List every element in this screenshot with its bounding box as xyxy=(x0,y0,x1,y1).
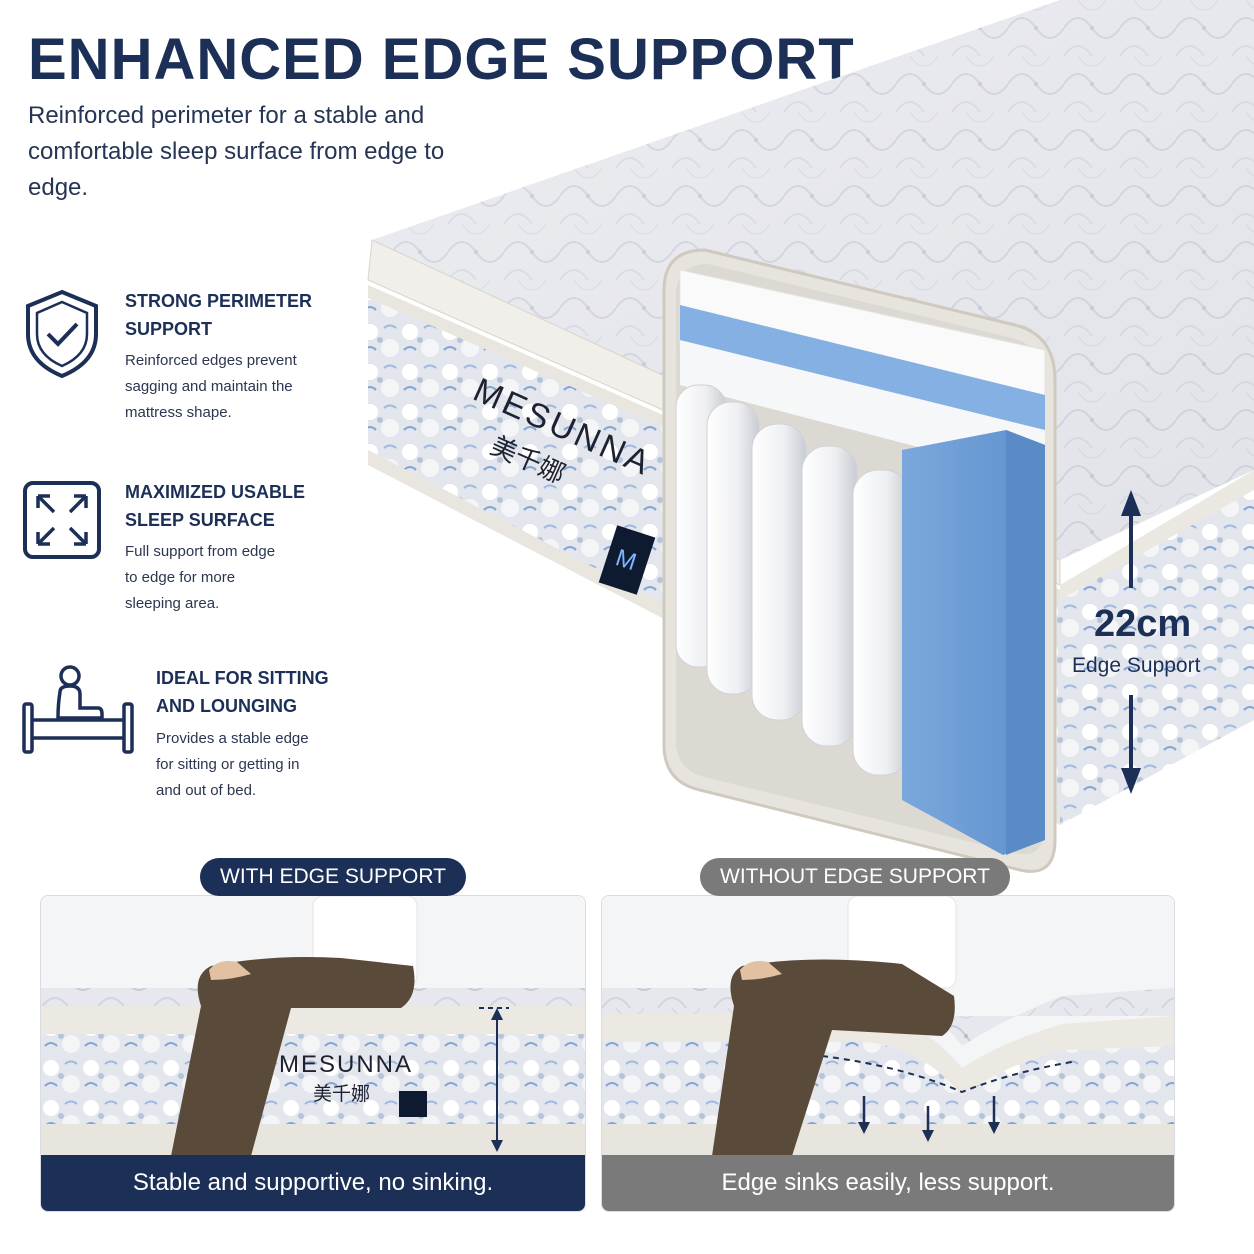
page-title: ENHANCED EDGE SUPPORT xyxy=(28,27,855,92)
sink-arrow-icons xyxy=(858,1096,1000,1142)
page-subtitle: Reinforced perimeter for a stable and co… xyxy=(28,102,445,201)
person-sitting-bed-icon xyxy=(20,664,136,761)
measure-arrow-icon xyxy=(479,1007,509,1152)
cutaway-section xyxy=(662,248,1057,873)
mattress-illustration: MESUNNA 美千娜 M xyxy=(367,0,1254,873)
small-brand-text: MESUNNA xyxy=(279,1051,413,1078)
with-edge-support-label: WITH EDGE SUPPORT xyxy=(200,858,466,896)
pocket-coil xyxy=(706,401,760,695)
with-edge-support-caption: Stable and supportive, no sinking. xyxy=(41,1155,585,1211)
pocket-coil xyxy=(801,445,858,747)
shield-check-icon xyxy=(22,288,102,385)
pocket-coil xyxy=(751,423,807,721)
without-edge-support-label: WITHOUT EDGE SUPPORT xyxy=(700,858,1010,896)
without-edge-support-caption: Edge sinks easily, less support. xyxy=(602,1155,1174,1211)
height-arrow-icon xyxy=(1121,490,1141,794)
with-edge-support-image: MESUNNA 美千娜 xyxy=(41,896,585,1156)
edge-support-height-label: Edge Support xyxy=(1072,654,1201,677)
brand-logo-tag: M xyxy=(598,525,656,595)
expand-arrows-icon xyxy=(22,480,102,565)
pocket-coil xyxy=(852,469,910,776)
without-edge-support-image xyxy=(602,896,1174,1156)
edge-support-height-value: 22cm xyxy=(1094,603,1192,645)
without-edge-support-panel: Edge sinks easily, less support. xyxy=(601,895,1175,1212)
with-edge-support-panel: MESUNNA 美千娜 Stable and supportive, no si… xyxy=(40,895,586,1212)
small-logo-tag xyxy=(399,1091,427,1117)
small-brand-cn-text: 美千娜 xyxy=(313,1083,370,1105)
